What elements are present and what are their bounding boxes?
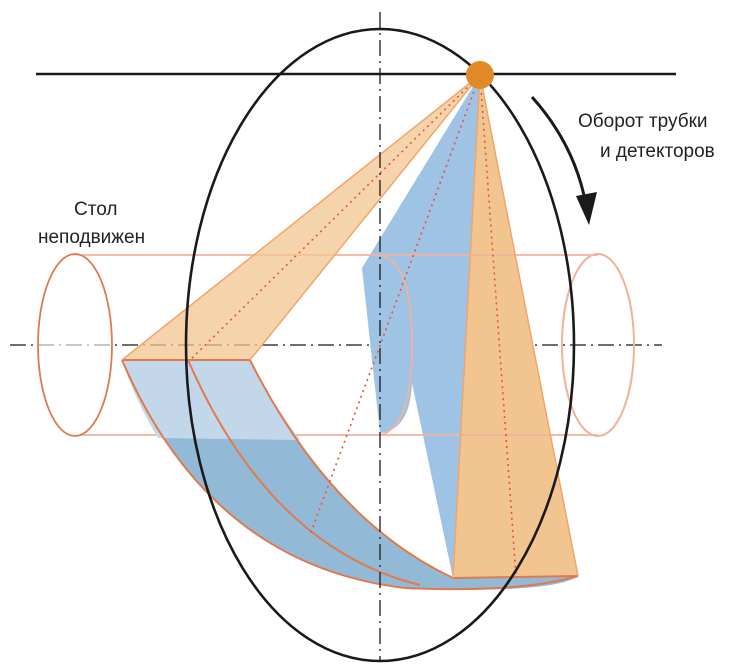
rotation-arrow-head	[576, 192, 597, 225]
detector-top-facet	[122, 360, 300, 440]
beam-edge-left-top	[121, 74, 481, 361]
table-label-line1: Стол	[74, 199, 117, 220]
beam-edge-right-b	[479, 74, 579, 577]
cylinder-bore-opening	[379, 254, 413, 436]
central-ray-left	[189, 74, 481, 361]
rotation-label-line2: и детекторов	[600, 141, 715, 162]
detector-edge-inner	[249, 359, 454, 579]
table-label-line2: неподвижен	[38, 227, 145, 248]
detector-edge-outer	[121, 359, 406, 589]
gantry-ring	[184, 27, 576, 663]
xray-tube-source	[466, 61, 494, 89]
rotation-arrow	[530, 95, 588, 206]
beam-fan-center	[362, 75, 480, 578]
central-ray-center	[309, 74, 481, 536]
beam-fan-right	[453, 75, 578, 578]
detector-edge-middle	[187, 359, 421, 586]
cylinder-right-end	[561, 253, 635, 437]
cylinder-left-end	[37, 253, 113, 437]
beam-edge-right-a	[452, 74, 481, 579]
detector-right-edge	[452, 575, 579, 579]
beam-edge-left-bottom	[249, 74, 481, 361]
rotation-label-line1: Оборот трубки	[578, 111, 708, 132]
